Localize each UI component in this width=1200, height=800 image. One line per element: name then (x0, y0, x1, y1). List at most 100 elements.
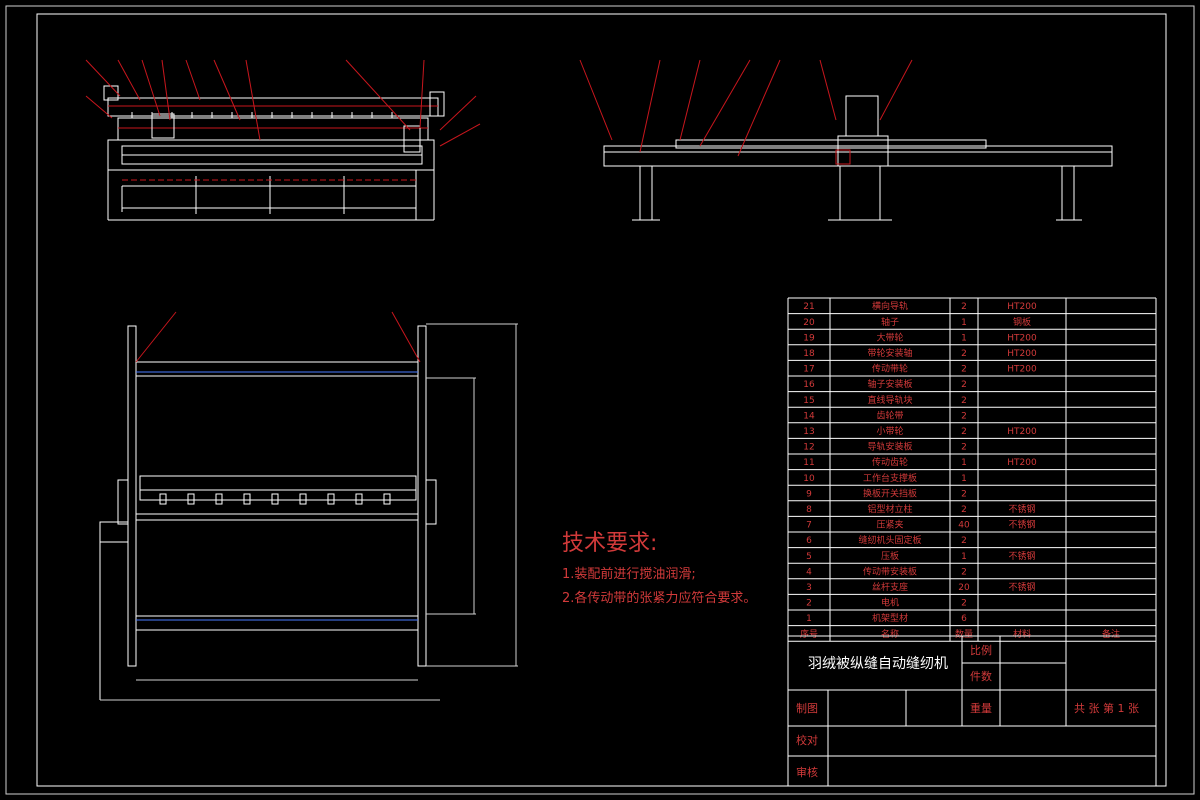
table-header-cell: 名称 (881, 628, 899, 640)
table-cell: 缝纫机头固定板 (858, 534, 921, 546)
side-view (579, 59, 1113, 221)
table-cell: 17 (803, 365, 814, 375)
table-cell: 传动带安装板 (863, 565, 917, 577)
plan-view (99, 311, 518, 701)
table-cell: 21 (803, 302, 814, 312)
table-cell: 钢板 (1013, 316, 1031, 328)
sheet-label: 共 张 第 1 张 (1074, 701, 1139, 715)
table-cell: 1 (961, 318, 967, 328)
table-cell: 40 (958, 521, 970, 531)
drawn-label: 制图 (796, 702, 818, 715)
table-cell: 15 (803, 396, 814, 406)
table-cell: 不锈钢 (1008, 581, 1035, 593)
table-cell: 18 (803, 349, 815, 359)
table-cell: 2 (961, 396, 967, 406)
table-cell: 2 (961, 427, 967, 437)
table-cell: 2 (961, 536, 967, 546)
table-cell: 8 (806, 505, 812, 515)
table-cell: 1 (806, 614, 812, 624)
table-cell: 小带轮 (876, 425, 903, 437)
table-cell: 传动带轮 (872, 363, 908, 375)
tech-requirement-item: 1.装配前进行搅油润滑; (562, 566, 696, 582)
table-cell: 不锈钢 (1008, 503, 1035, 515)
table-cell: 2 (961, 505, 967, 515)
table-cell: 1 (961, 458, 967, 468)
table-header-cell: 序号 (800, 628, 818, 640)
table-cell: 11 (803, 458, 814, 468)
table-cell: 6 (961, 614, 967, 624)
table-cell: 轴子 (881, 316, 899, 328)
table-cell: 2 (961, 489, 967, 499)
table-cell: 2 (961, 443, 967, 453)
table-header-cell: 材料 (1013, 628, 1031, 640)
table-header-cell: 数量 (955, 628, 973, 640)
table-cell: 齿轮带 (876, 409, 903, 421)
outer-border (5, 5, 1195, 795)
table-cell: 1 (961, 333, 967, 343)
table-cell: 传动齿轮 (872, 456, 908, 468)
table-cell: 丝杆支座 (872, 581, 908, 593)
weight-label: 重量 (970, 701, 992, 715)
table-cell: HT200 (1007, 333, 1037, 343)
approved-label: 审核 (796, 765, 818, 779)
table-cell: 压板 (881, 550, 899, 562)
table-cell: 1 (961, 552, 967, 562)
pieces-label: 件数 (970, 670, 992, 683)
table-cell: 16 (803, 380, 815, 390)
table-cell: 20 (803, 318, 815, 328)
tech-requirements: 技术要求: 1.装配前进行搅油润滑; 2.各传动带的张紧力应符合要求。 (562, 531, 756, 606)
table-cell: HT200 (1007, 458, 1037, 468)
table-cell: 不锈钢 (1008, 550, 1035, 562)
title-block (787, 635, 1157, 787)
table-cell: 6 (806, 536, 812, 546)
table-cell: 铝型材立柱 (867, 503, 912, 515)
scale-label: 比例 (970, 643, 992, 657)
table-cell: HT200 (1007, 427, 1037, 437)
table-cell: 9 (806, 489, 812, 499)
table-cell: 横向导轨 (872, 300, 908, 312)
table-cell: 20 (958, 583, 970, 593)
table-cell: 工作台支撑板 (863, 472, 917, 484)
table-cell: HT200 (1007, 365, 1037, 375)
title-block-text: 羽绒被纵缝自动缝纫机 比例 件数 重量 共 张 第 1 张 制图 校对 审核 (796, 643, 1139, 779)
table-cell: 10 (803, 474, 815, 484)
table-header-cell: 备注 (1102, 628, 1120, 640)
table-cell: 大带轮 (876, 331, 903, 343)
table-cell: 2 (806, 599, 812, 609)
table-cell: 机架型材 (872, 612, 908, 624)
table-cell: 2 (961, 567, 967, 577)
table-cell: 压紧夹 (876, 519, 903, 531)
table-cell: 5 (806, 552, 812, 562)
table-cell: 2 (961, 302, 967, 312)
table-cell: 7 (806, 521, 812, 531)
front-view (85, 59, 481, 221)
table-cell: 导轨安装板 (867, 441, 912, 453)
table-cell: HT200 (1007, 302, 1037, 312)
table-cell: 直线导轨块 (867, 394, 912, 406)
inner-border (36, 13, 1167, 787)
table-cell: 14 (803, 411, 815, 421)
table-cell: 换板开关挡板 (863, 487, 917, 499)
table-cell: 19 (803, 333, 815, 343)
table-cell: 轴子安装板 (867, 378, 912, 390)
table-cell: HT200 (1007, 349, 1037, 359)
checked-label: 校对 (796, 733, 818, 747)
table-cell: 带轮安装轴 (867, 347, 912, 359)
table-cell: 2 (961, 365, 967, 375)
tech-requirement-item: 2.各传动带的张紧力应符合要求。 (562, 590, 756, 606)
table-cell: 2 (961, 380, 967, 390)
tech-requirements-heading: 技术要求: (562, 531, 657, 556)
drawing-title: 羽绒被纵缝自动缝纫机 (808, 656, 948, 672)
table-cell: 3 (806, 583, 812, 593)
table-cell: 12 (803, 443, 814, 453)
table-cell: 4 (806, 567, 812, 577)
table-cell: 1 (961, 474, 967, 484)
table-cell: 13 (803, 427, 814, 437)
table-cell: 不锈钢 (1008, 519, 1035, 531)
table-cell: 2 (961, 599, 967, 609)
table-cell: 2 (961, 411, 967, 421)
table-cell: 2 (961, 349, 967, 359)
table-cell: 电机 (881, 597, 899, 609)
